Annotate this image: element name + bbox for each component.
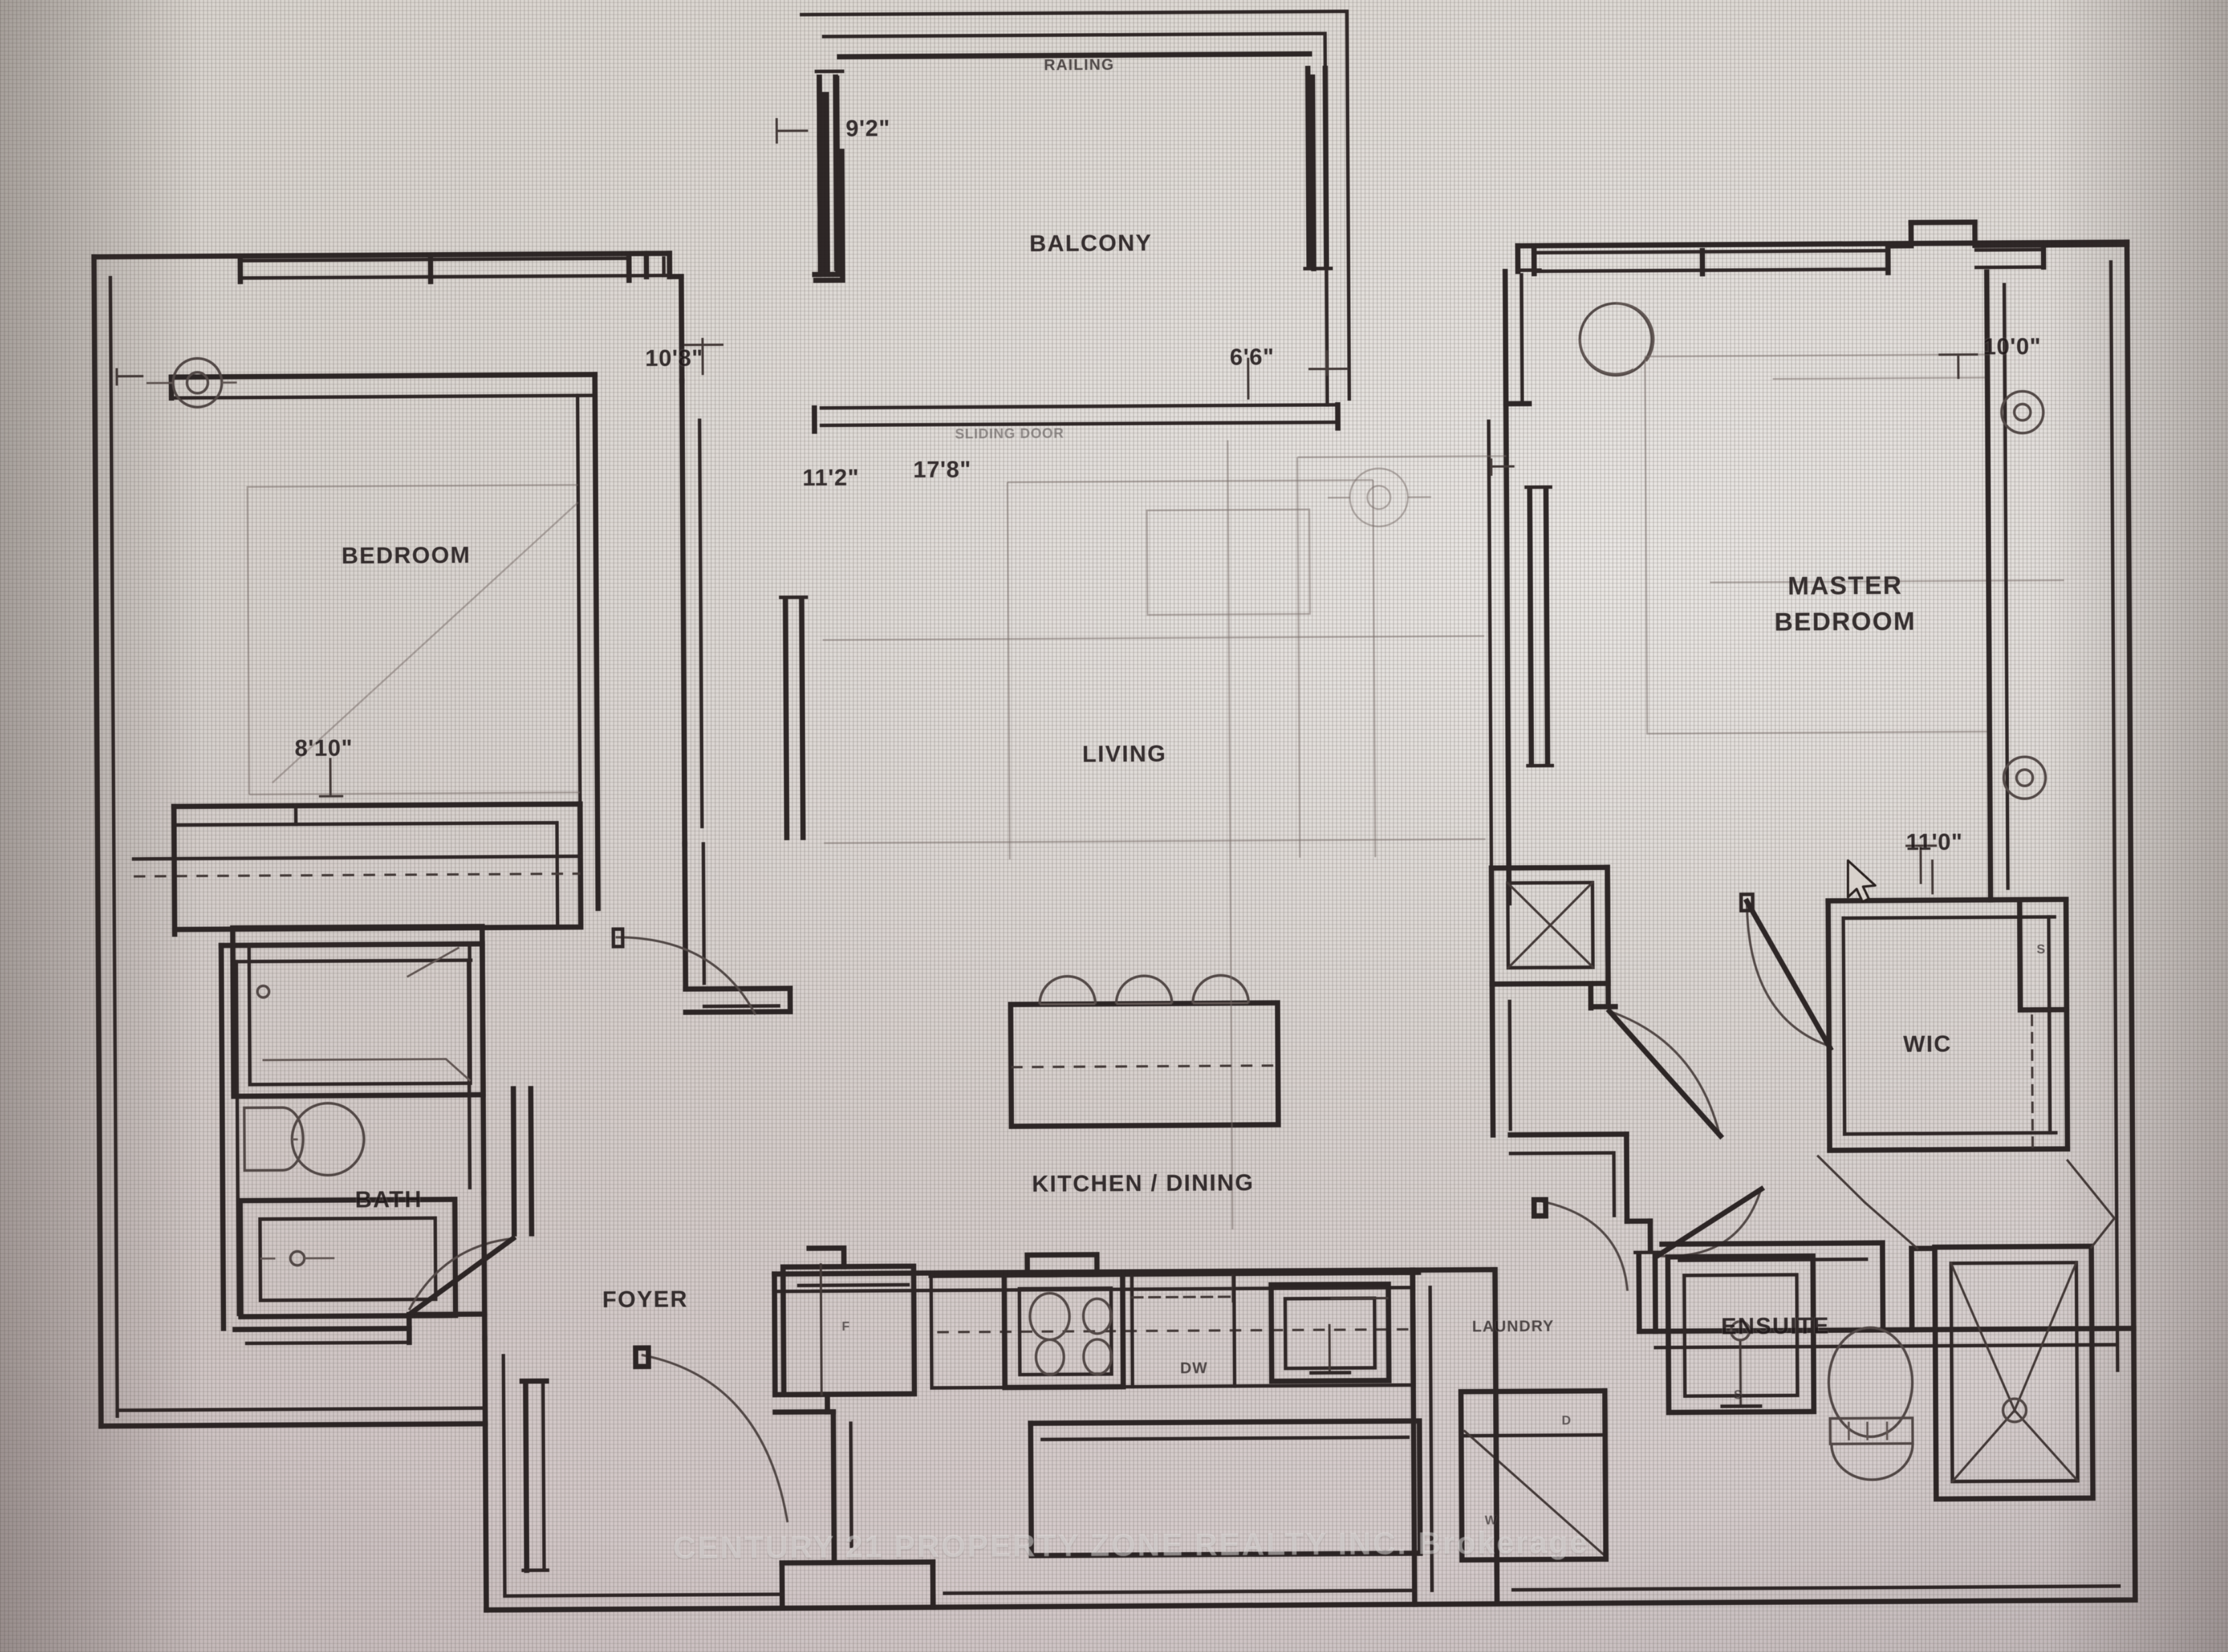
photo-blur-overlay	[0, 0, 2228, 1652]
floor-plan-image: .w { fill:none; stroke:#211a1a; stroke-w…	[0, 0, 2228, 1652]
